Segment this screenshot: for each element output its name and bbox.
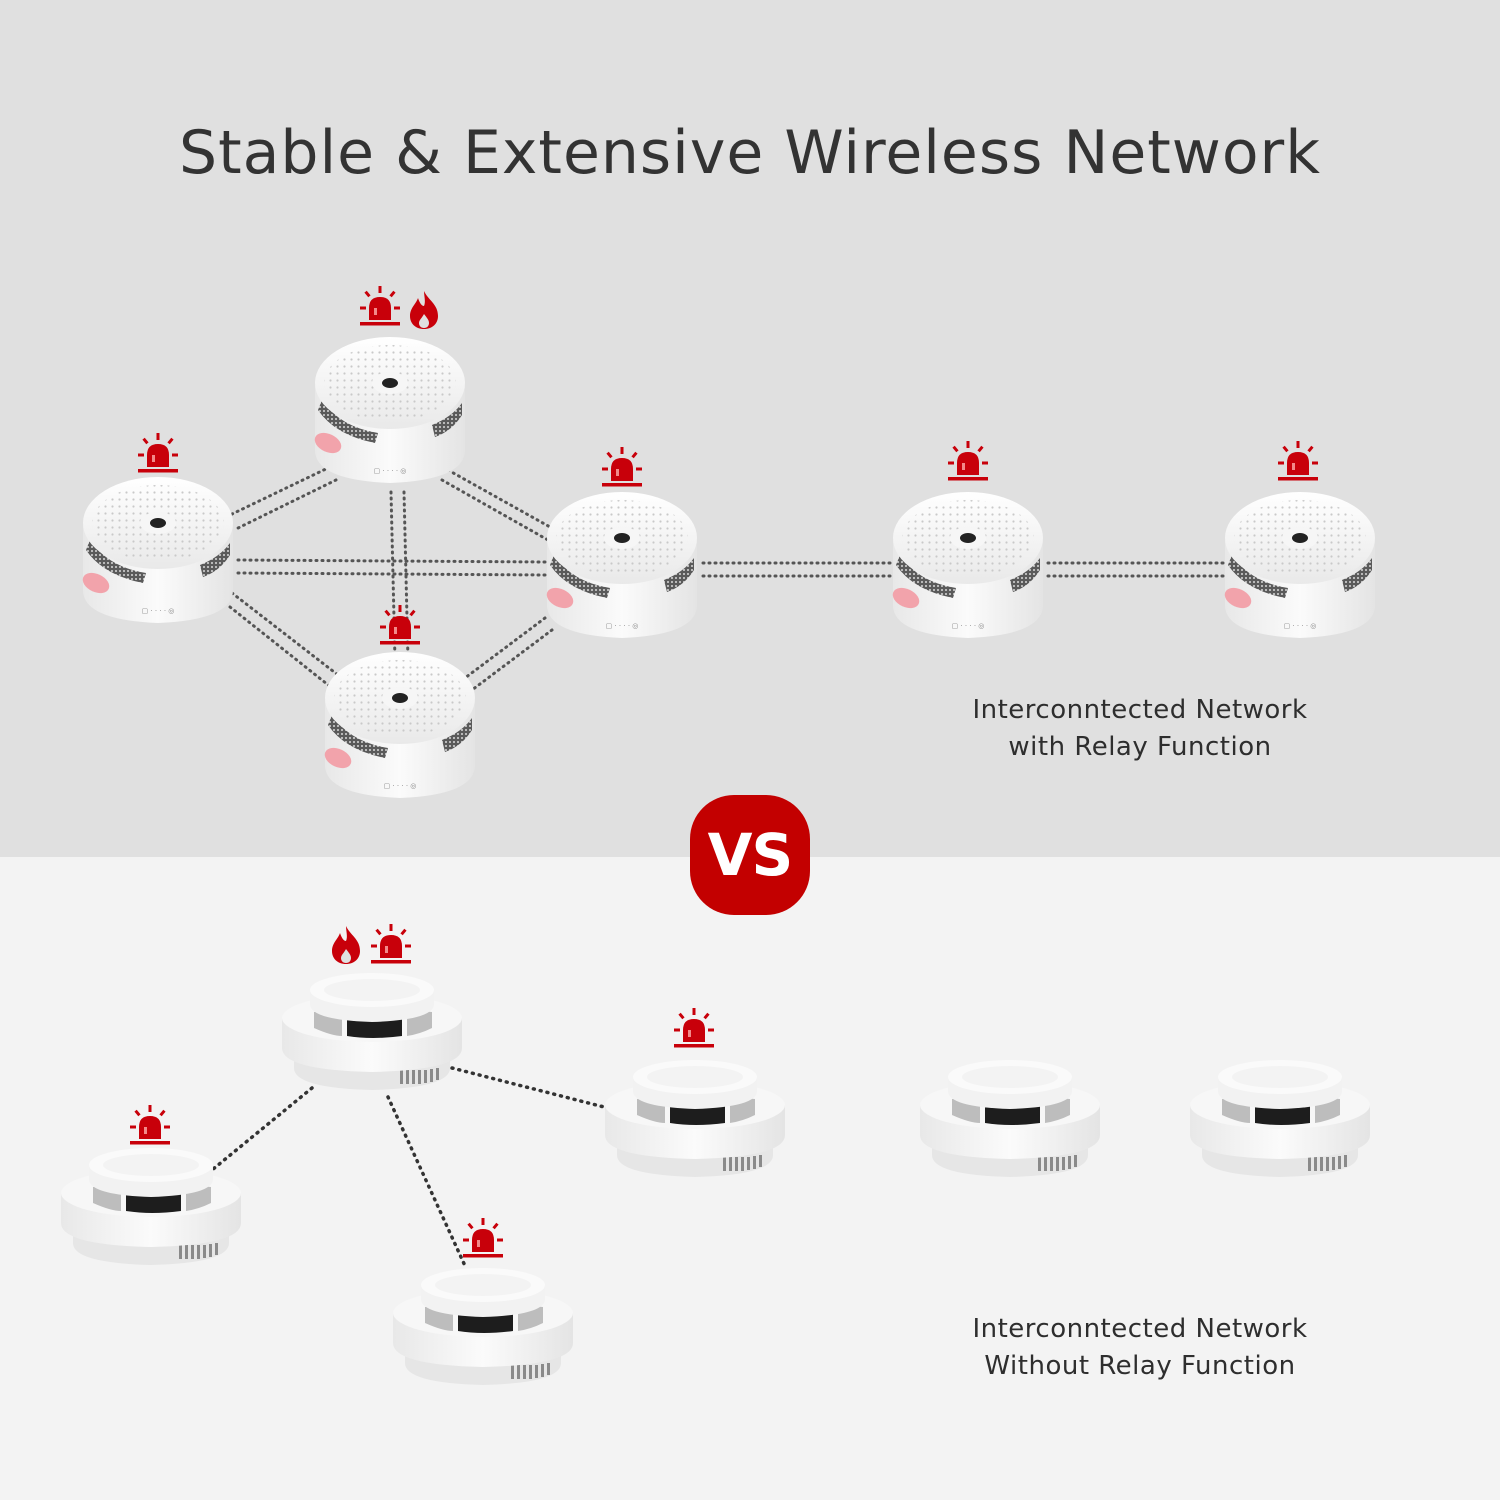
no-relay-detector-f xyxy=(1190,1060,1370,1177)
siren-icon xyxy=(674,1008,714,1048)
siren-icon xyxy=(371,924,411,964)
relay-detector-a xyxy=(311,337,465,483)
no-relay-caption-line2: Without Relay Function xyxy=(984,1351,1296,1381)
relay-detector-b xyxy=(79,477,234,623)
relay-network-panel xyxy=(0,0,1500,857)
no-relay-detector-c xyxy=(605,1060,785,1177)
relay-detector-e xyxy=(889,492,1043,638)
no-relay-connections xyxy=(210,1066,610,1270)
siren-icon xyxy=(463,1218,503,1258)
vs-badge: VS xyxy=(690,795,810,915)
siren-icon xyxy=(602,447,642,487)
siren-icon xyxy=(1278,441,1318,481)
relay-caption-line1: Interconntected Network xyxy=(972,695,1308,725)
no-relay-network-panel xyxy=(0,857,1500,1500)
no-relay-detector-b xyxy=(61,1148,241,1265)
page-title: Stable & Extensive Wireless Network xyxy=(179,118,1321,188)
no-relay-detector-d xyxy=(393,1268,573,1385)
relay-detector-c xyxy=(543,492,697,638)
relay-detector-d xyxy=(321,652,475,798)
siren-icon xyxy=(130,1105,170,1145)
siren-icon xyxy=(380,605,420,645)
relay-network-caption: Interconntected Network with Relay Funct… xyxy=(920,692,1360,766)
relay-caption-line2: with Relay Function xyxy=(1008,732,1272,762)
fire-icon xyxy=(332,926,360,964)
siren-icon xyxy=(948,441,988,481)
siren-icon xyxy=(138,433,178,473)
relay-detector-f xyxy=(1221,492,1375,638)
no-relay-detector-a xyxy=(282,973,462,1090)
no-relay-detector-e xyxy=(920,1060,1100,1177)
no-relay-network-caption: Interconntected Network Without Relay Fu… xyxy=(920,1311,1360,1385)
siren-icon xyxy=(360,286,400,326)
no-relay-caption-line1: Interconntected Network xyxy=(972,1314,1308,1344)
fire-icon xyxy=(410,291,438,329)
